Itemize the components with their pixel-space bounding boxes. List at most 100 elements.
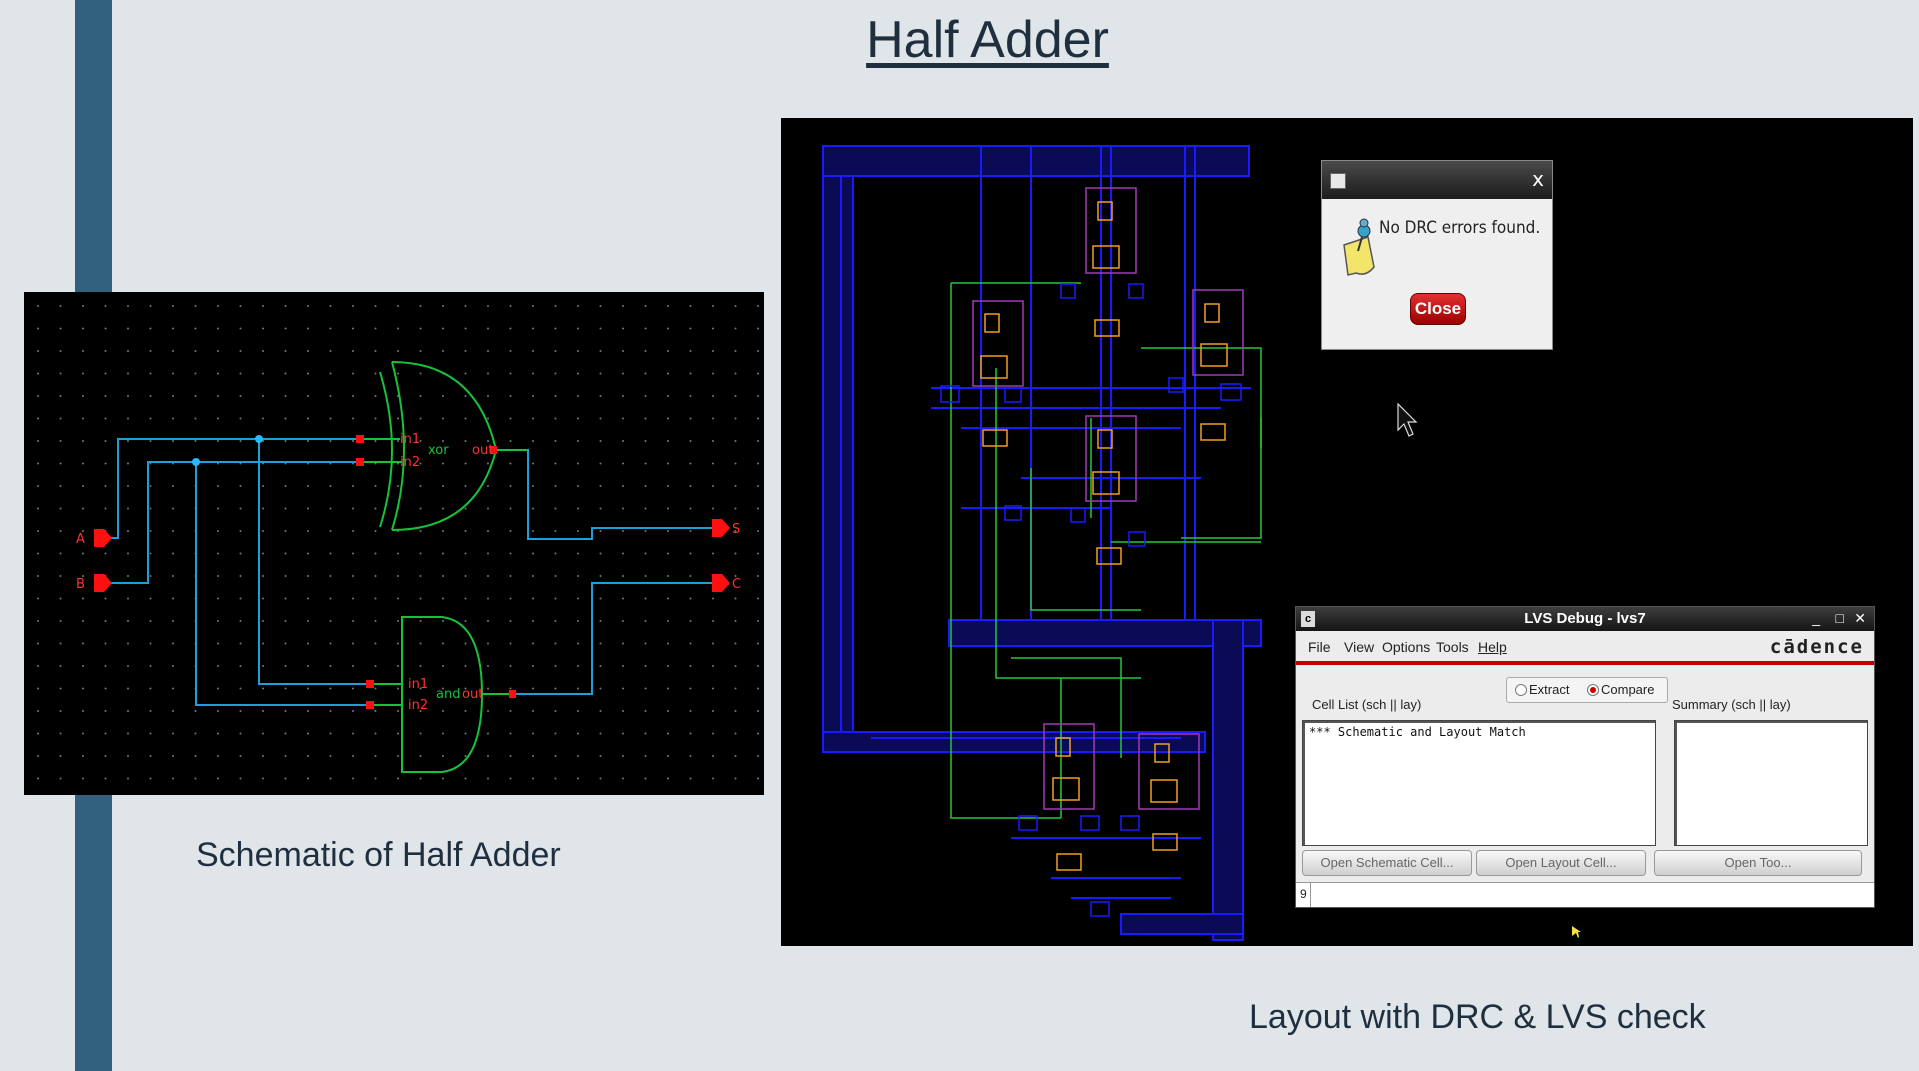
grid-dot xyxy=(374,732,377,735)
grid-dot xyxy=(82,552,84,555)
grid-dot xyxy=(397,620,399,622)
grid-dot xyxy=(487,597,489,600)
grid-dot xyxy=(554,485,557,487)
grid-dot xyxy=(307,372,309,375)
schematic-pin-markers xyxy=(356,435,516,709)
menu-options[interactable]: Options xyxy=(1382,639,1431,655)
drc-dialog-close-icon[interactable]: x xyxy=(1532,167,1544,191)
grid-dot xyxy=(757,620,759,622)
grid-dot xyxy=(464,440,467,442)
grid-dot xyxy=(172,440,174,442)
grid-dot xyxy=(59,710,62,712)
pin-s-icon[interactable] xyxy=(712,519,730,537)
grid-dot xyxy=(329,305,332,307)
grid-dot xyxy=(464,710,467,712)
grid-dot xyxy=(644,597,647,600)
lvs-titlebar[interactable]: c LVS Debug - lvs7 _ □ ✕ xyxy=(1296,607,1874,631)
grid-dot xyxy=(374,507,377,510)
grid-dot xyxy=(284,530,287,532)
close-icon[interactable]: ✕ xyxy=(1854,610,1866,626)
grid-dot xyxy=(487,687,489,690)
grid-dot xyxy=(577,597,579,600)
grid-dot xyxy=(622,530,624,532)
pin-c-icon[interactable] xyxy=(712,574,730,592)
grid-dot xyxy=(307,485,309,487)
grid-dot xyxy=(509,665,512,667)
drc-close-button[interactable]: Close xyxy=(1410,293,1466,325)
grid-dot xyxy=(262,507,264,510)
grid-dot xyxy=(307,597,309,600)
schematic-canvas: A B S C in1 in2 xor out in1 in2 and out xyxy=(37,305,759,780)
summary-box[interactable] xyxy=(1674,720,1868,846)
grid-dot xyxy=(689,687,692,690)
grid-dot xyxy=(442,597,444,600)
open-layout-cell-button[interactable]: Open Layout Cell... xyxy=(1476,850,1646,876)
grid-dot xyxy=(59,732,62,735)
grid-dot xyxy=(532,440,534,442)
menu-view[interactable]: View xyxy=(1344,639,1375,655)
schematic-io-pins[interactable] xyxy=(94,519,730,592)
grid-dot xyxy=(149,732,152,735)
grid-dot xyxy=(262,350,264,352)
menu-file[interactable]: File xyxy=(1308,639,1331,655)
grid-dot xyxy=(284,417,287,420)
grid-dot xyxy=(82,665,84,667)
open-tool-button[interactable]: Open Too... xyxy=(1654,850,1862,876)
and-gate-symbol[interactable] xyxy=(370,616,513,773)
minimize-icon[interactable]: _ xyxy=(1812,610,1820,626)
grid-dot xyxy=(712,665,714,667)
grid-dot xyxy=(104,552,107,555)
open-schematic-cell-button[interactable]: Open Schematic Cell... xyxy=(1302,850,1472,876)
grid-dot xyxy=(442,327,444,330)
grid-dot xyxy=(127,687,129,690)
grid-dot xyxy=(487,732,489,735)
grid-dot xyxy=(464,575,467,577)
drc-dialog-titlebar[interactable]: x xyxy=(1322,161,1552,199)
maximize-icon[interactable]: □ xyxy=(1835,610,1844,626)
grid-dot xyxy=(172,305,174,307)
grid-dot xyxy=(37,417,39,420)
pin-b-icon[interactable] xyxy=(94,574,112,592)
grid-dot xyxy=(757,575,759,577)
pin-a-icon[interactable] xyxy=(94,529,112,547)
grid-dot xyxy=(194,732,197,735)
grid-dot xyxy=(734,575,737,577)
grid-dot xyxy=(487,327,489,330)
grid-dot xyxy=(757,665,759,667)
menu-tools[interactable]: Tools xyxy=(1436,639,1469,655)
pin-c-label: C xyxy=(732,577,741,592)
grid-dot xyxy=(554,462,557,465)
grid-dot xyxy=(532,732,534,735)
grid-dot xyxy=(464,552,467,555)
grid-dot xyxy=(104,507,107,510)
grid-dot xyxy=(59,575,62,577)
grid-dot xyxy=(104,777,107,780)
compare-radio[interactable] xyxy=(1587,684,1599,696)
grid-dot xyxy=(307,305,309,307)
grid-dot xyxy=(667,755,669,757)
grid-dot xyxy=(419,755,422,757)
grid-dot xyxy=(104,417,107,420)
grid-dot xyxy=(622,732,624,735)
grid-dot xyxy=(419,552,422,555)
grid-dot xyxy=(577,440,579,442)
grid-dot xyxy=(622,440,624,442)
grid-dot xyxy=(509,350,512,352)
extract-radio[interactable] xyxy=(1515,684,1527,696)
grid-dot xyxy=(464,485,467,487)
grid-dot xyxy=(352,687,354,690)
grid-dot xyxy=(104,665,107,667)
grid-dot xyxy=(757,485,759,487)
grid-dot xyxy=(712,485,714,487)
grid-dot xyxy=(599,665,602,667)
menu-help[interactable]: Help xyxy=(1478,639,1507,655)
grid-dot xyxy=(464,755,467,757)
grid-dot xyxy=(352,305,354,307)
cell-list-box[interactable]: *** Schematic and Layout Match xyxy=(1302,720,1656,846)
grid-dot xyxy=(307,642,309,645)
grid-dot xyxy=(599,327,602,330)
grid-dot xyxy=(442,530,444,532)
grid-dot xyxy=(374,350,377,352)
grid-dot xyxy=(307,732,309,735)
grid-dot xyxy=(712,597,714,600)
